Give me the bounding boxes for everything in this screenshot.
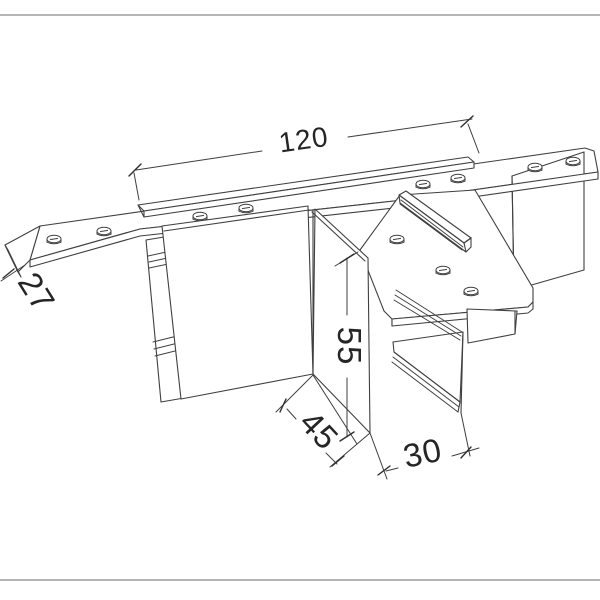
stem-rail-strip <box>398 190 472 253</box>
dimension-55: 55 <box>312 251 368 445</box>
t-connector-body <box>4 147 599 434</box>
dimension-120: 120 <box>128 115 480 201</box>
stem-under-block <box>466 308 518 344</box>
corner-fin <box>312 208 371 434</box>
dim-120-label: 120 <box>277 121 331 159</box>
center-fins <box>161 205 371 434</box>
rail-strip <box>137 156 475 218</box>
stem-profile <box>391 289 464 414</box>
dimension-30: 30 <box>369 412 480 480</box>
dim-55-label: 55 <box>331 327 368 366</box>
left-end-bevel-edge <box>4 244 22 278</box>
right-fin <box>511 151 585 291</box>
dim-30-label: 30 <box>400 431 446 475</box>
left-fin <box>161 205 314 400</box>
dim-45-label: 45 <box>293 403 346 457</box>
dimension-27: 27 <box>0 264 63 318</box>
